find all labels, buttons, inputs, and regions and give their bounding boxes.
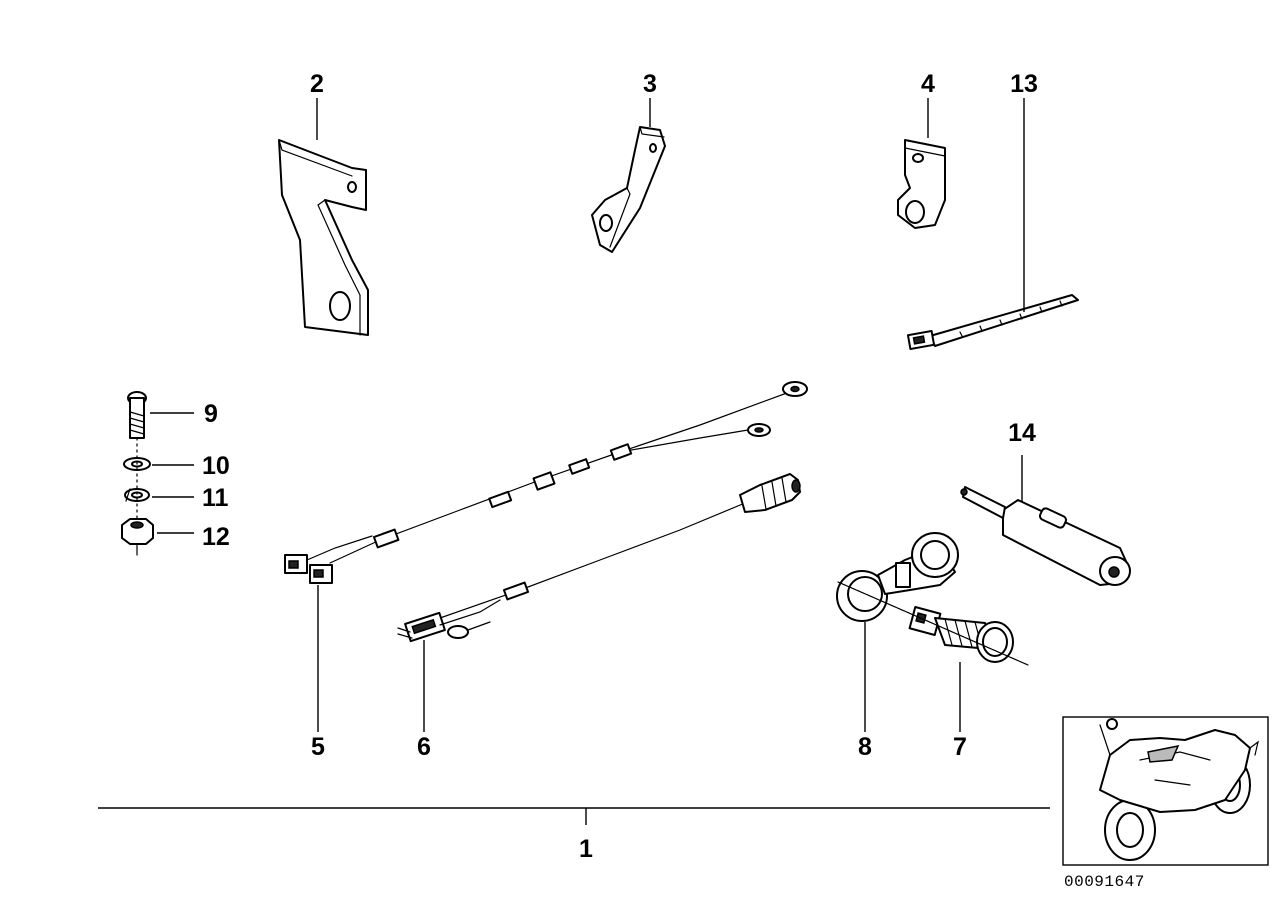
part-7-power-socket	[908, 606, 1014, 663]
part-12-nut	[121, 518, 154, 556]
part-5-wiring-harness	[284, 381, 808, 584]
part-14-plug	[960, 486, 1131, 586]
label-4: 4	[921, 70, 935, 98]
part-6-socket-cable	[397, 473, 801, 643]
part-4-clip	[897, 139, 946, 229]
part-3-bracket	[591, 126, 666, 253]
label-12: 12	[202, 523, 230, 551]
label-3: 3	[643, 70, 657, 98]
label-2: 2	[310, 70, 324, 98]
label-11: 11	[202, 484, 229, 512]
part-9-screw	[127, 391, 147, 439]
socket-axis	[837, 581, 1029, 666]
diagram-code: 00091647	[1064, 873, 1145, 891]
part-13-cable-tie	[906, 294, 1079, 350]
label-9: 9	[204, 400, 218, 428]
motorcycle-thumbnail	[1062, 716, 1269, 866]
label-13: 13	[1010, 70, 1038, 98]
label-14: 14	[1008, 419, 1036, 447]
part-2-bracket	[278, 139, 369, 336]
label-1: 1	[579, 835, 593, 863]
label-8: 8	[858, 733, 872, 761]
label-7: 7	[953, 733, 967, 761]
label-5: 5	[311, 733, 325, 761]
label-10: 10	[202, 452, 230, 480]
label-6: 6	[417, 733, 431, 761]
